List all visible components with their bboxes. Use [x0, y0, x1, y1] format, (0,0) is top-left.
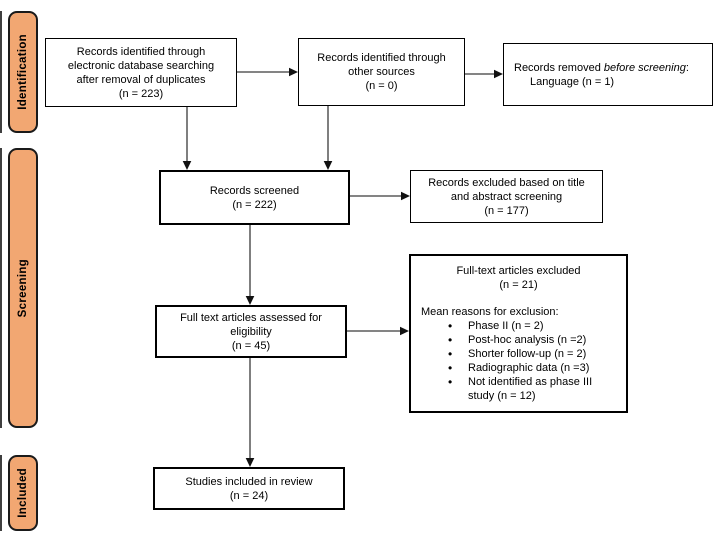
box-text-line: after removal of duplicates: [76, 73, 206, 86]
removed-text-suffix: :: [685, 61, 689, 74]
box-records-removed-before-screening: Records removed before screening: Langua…: [503, 43, 713, 106]
box-text-line: Records removed before screening:: [514, 61, 689, 75]
box-text-line: electronic database searching: [67, 59, 215, 72]
arrow-fulltext-to-ft-excluded: [347, 326, 409, 336]
box-records-excluded-title-abstract: Records excluded based on title and abst…: [410, 170, 603, 223]
box-text-line: Records screened: [209, 184, 300, 197]
box-text-line: Full text articles assessed for: [180, 311, 322, 324]
left-edge-mark: [0, 455, 2, 531]
exclusion-reason-item: Post-hoc analysis (n =2): [411, 333, 626, 347]
exclusion-reasons-heading: Mean reasons for exclusion:: [421, 306, 559, 318]
box-text-line: eligibility: [230, 325, 272, 338]
arrow-screened-to-excluded: [350, 191, 410, 201]
box-text-line: Records excluded based on title: [428, 176, 585, 189]
arrow-screened-to-fulltext: [245, 225, 255, 305]
stage-label-included: Included: [17, 468, 29, 518]
box-fulltext-assessed: Full text articles assessed for eligibil…: [155, 305, 347, 358]
box-records-screened: Records screened (n = 222): [159, 170, 350, 225]
exclusion-reason-item: Shorter follow-up (n = 2): [411, 347, 626, 361]
arrow-database-to-screened: [182, 107, 192, 170]
removed-text-italic: before screening: [603, 61, 686, 74]
box-count: (n = 24): [229, 489, 269, 502]
box-records-identified-other-sources: Records identified through other sources…: [298, 38, 465, 106]
arrow-database-to-other: [237, 67, 298, 77]
stage-label-identification: Identification: [17, 34, 29, 110]
exclusion-reason-item: Radiographic data (n =3): [411, 361, 626, 375]
box-text-line: Records identified through: [317, 52, 446, 64]
box-text-line: other sources: [348, 66, 415, 78]
box-fulltext-excluded: Full-text articles excluded (n = 21) Mea…: [409, 254, 628, 413]
left-edge-mark: [0, 11, 2, 133]
arrow-other-to-removed: [465, 69, 503, 79]
stage-label-screening: Screening: [17, 258, 29, 318]
box-text-line: and abstract screening: [450, 190, 563, 203]
box-records-identified-database: Records identified through electronic da…: [45, 38, 237, 107]
arrow-fulltext-to-included: [245, 358, 255, 467]
exclusion-reason-item: Phase II (n = 2): [411, 319, 626, 333]
box-count: (n = 45): [231, 339, 271, 352]
box-count: (n = 0): [365, 80, 398, 92]
stage-bar-identification: Identification: [8, 11, 38, 133]
left-edge-mark: [0, 148, 2, 428]
box-text-line: Records identified through: [76, 45, 206, 58]
box-text-line: Full-text articles excluded: [456, 265, 581, 277]
box-text-line: Studies included in review: [185, 475, 313, 488]
stage-bar-screening: Screening: [8, 148, 38, 428]
box-count: (n = 222): [232, 198, 277, 211]
removed-text-prefix: Records removed: [514, 61, 604, 74]
box-count: (n = 223): [118, 87, 164, 100]
arrow-other-to-screened: [323, 106, 333, 170]
box-count: (n = 21): [499, 279, 538, 291]
box-studies-included: Studies included in review (n = 24): [153, 467, 345, 510]
exclusion-reason-item: Not identified as phase III study (n = 1…: [411, 375, 626, 403]
stage-bar-included: Included: [8, 455, 38, 531]
box-count: (n = 177): [484, 204, 529, 217]
exclusion-reasons-list: Phase II (n = 2) Post-hoc analysis (n =2…: [411, 319, 626, 403]
exclusion-reasons: Mean reasons for exclusion: Phase II (n …: [411, 305, 626, 403]
box-text-line: Language (n = 1): [530, 75, 615, 88]
